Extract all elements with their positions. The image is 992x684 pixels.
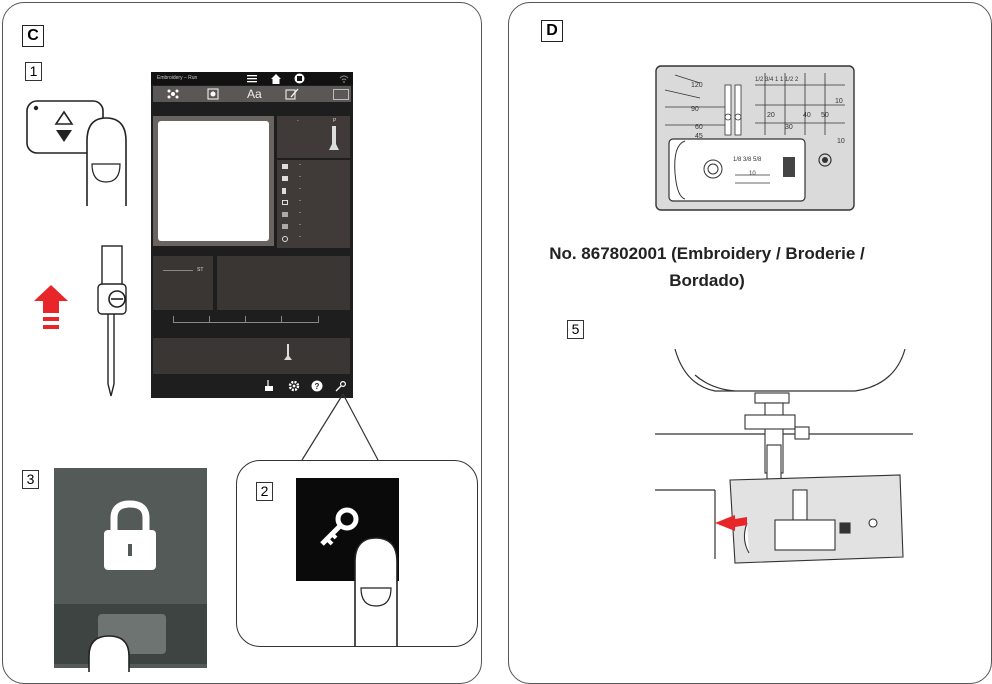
info-row-2: - bbox=[299, 174, 301, 180]
help-icon[interactable]: ? bbox=[311, 380, 323, 392]
svg-text:10: 10 bbox=[835, 98, 843, 105]
screen-top-bar: Embroidery – Run bbox=[151, 72, 353, 85]
thread-cut-icon[interactable] bbox=[264, 380, 274, 392]
menu-icon[interactable] bbox=[247, 74, 257, 83]
info-icon-1 bbox=[282, 164, 288, 169]
color-panel bbox=[217, 256, 350, 310]
info-icon-6 bbox=[282, 224, 288, 229]
slider-tick bbox=[209, 316, 210, 322]
bottom-panel bbox=[153, 338, 350, 374]
svg-text:10: 10 bbox=[837, 138, 845, 145]
info-icon-4 bbox=[282, 200, 288, 205]
key-icon[interactable] bbox=[335, 380, 347, 392]
screen-tabs: Aa bbox=[153, 86, 351, 102]
needle-icon bbox=[97, 245, 127, 397]
info-row-1: - bbox=[299, 162, 301, 168]
svg-text:60: 60 bbox=[695, 124, 703, 131]
svg-text:1/8 3/8 5/8: 1/8 3/8 5/8 bbox=[733, 157, 762, 163]
presser-dash: - bbox=[297, 118, 299, 124]
settings-icon[interactable] bbox=[288, 380, 300, 392]
svg-text:?: ? bbox=[315, 382, 320, 391]
presser-label: P bbox=[333, 118, 337, 124]
lock-icon bbox=[104, 500, 156, 570]
design-area[interactable] bbox=[158, 121, 269, 241]
svg-text:40: 40 bbox=[803, 112, 811, 119]
pattern-icon[interactable] bbox=[167, 88, 179, 100]
needle-plate-illustration: 120 90 60 45 20 30 40 50 10 10 1/8 3/8 5… bbox=[655, 65, 855, 211]
caption-line-2: Bordado) bbox=[669, 271, 745, 290]
info-panel-top: - P bbox=[277, 116, 350, 158]
step-5-label: 5 bbox=[567, 320, 584, 339]
info-row-4: - bbox=[299, 198, 301, 204]
finger-icon bbox=[86, 117, 127, 206]
info-row-3: - bbox=[299, 186, 301, 192]
caption-line-1: No. 867802001 (Embroidery / Broderie / bbox=[549, 244, 865, 263]
presser-foot-icon bbox=[284, 344, 292, 360]
svg-text:1/2 3/4 1 1 1/2 2: 1/2 3/4 1 1 1/2 2 bbox=[755, 77, 799, 83]
edit-icon[interactable] bbox=[285, 88, 299, 100]
embroidery-icon[interactable] bbox=[207, 88, 219, 100]
machine-illustration bbox=[655, 348, 913, 564]
svg-text:20: 20 bbox=[767, 112, 775, 119]
section-c-label: C bbox=[22, 25, 44, 47]
finger-icon bbox=[88, 635, 130, 672]
font-tab[interactable]: Aa bbox=[247, 87, 262, 101]
info-icon-2 bbox=[282, 176, 288, 181]
step-1-label: 1 bbox=[25, 62, 42, 81]
st-line bbox=[163, 270, 193, 271]
svg-text:90: 90 bbox=[691, 106, 699, 113]
step-2-label: 2 bbox=[256, 482, 273, 501]
svg-text:45: 45 bbox=[695, 133, 703, 140]
clock-icon bbox=[282, 236, 288, 242]
key-icon bbox=[320, 507, 359, 546]
slider-tick bbox=[281, 316, 282, 322]
home-icon[interactable] bbox=[271, 74, 281, 84]
svg-text:30: 30 bbox=[785, 124, 793, 131]
slider-tick bbox=[318, 316, 319, 322]
svg-text:120: 120 bbox=[691, 82, 703, 89]
wifi-icon bbox=[339, 75, 349, 83]
info-panel-list: - - - - - - - bbox=[277, 160, 350, 248]
touch-screen: Embroidery – Run Aa - P - - - - - - - bbox=[151, 72, 353, 398]
info-row-6: - bbox=[299, 222, 301, 228]
red-up-arrow-icon bbox=[34, 285, 68, 329]
slider-tick bbox=[173, 316, 174, 322]
st-label: ST bbox=[197, 267, 204, 273]
info-row-5: - bbox=[299, 210, 301, 216]
svg-text:50: 50 bbox=[821, 112, 829, 119]
section-d-label: D bbox=[541, 20, 563, 42]
callout-lines bbox=[301, 393, 379, 461]
info-icon-5 bbox=[282, 212, 288, 217]
info-row-7: - bbox=[299, 234, 301, 240]
finger-icon bbox=[354, 537, 398, 646]
stop-icon[interactable] bbox=[294, 73, 305, 84]
info-icon-3 bbox=[282, 188, 286, 194]
slider-tick bbox=[245, 316, 246, 322]
plate-caption: No. 867802001 (Embroidery / Broderie / B… bbox=[512, 240, 902, 294]
thread-panel: ST bbox=[153, 256, 213, 310]
dropdown-button[interactable] bbox=[333, 89, 349, 100]
presser-foot-icon bbox=[329, 126, 339, 150]
slider-track[interactable] bbox=[173, 322, 319, 323]
step-3-label: 3 bbox=[22, 470, 39, 489]
svg-text:10: 10 bbox=[749, 171, 756, 177]
screen-title: Embroidery – Run bbox=[157, 75, 198, 81]
